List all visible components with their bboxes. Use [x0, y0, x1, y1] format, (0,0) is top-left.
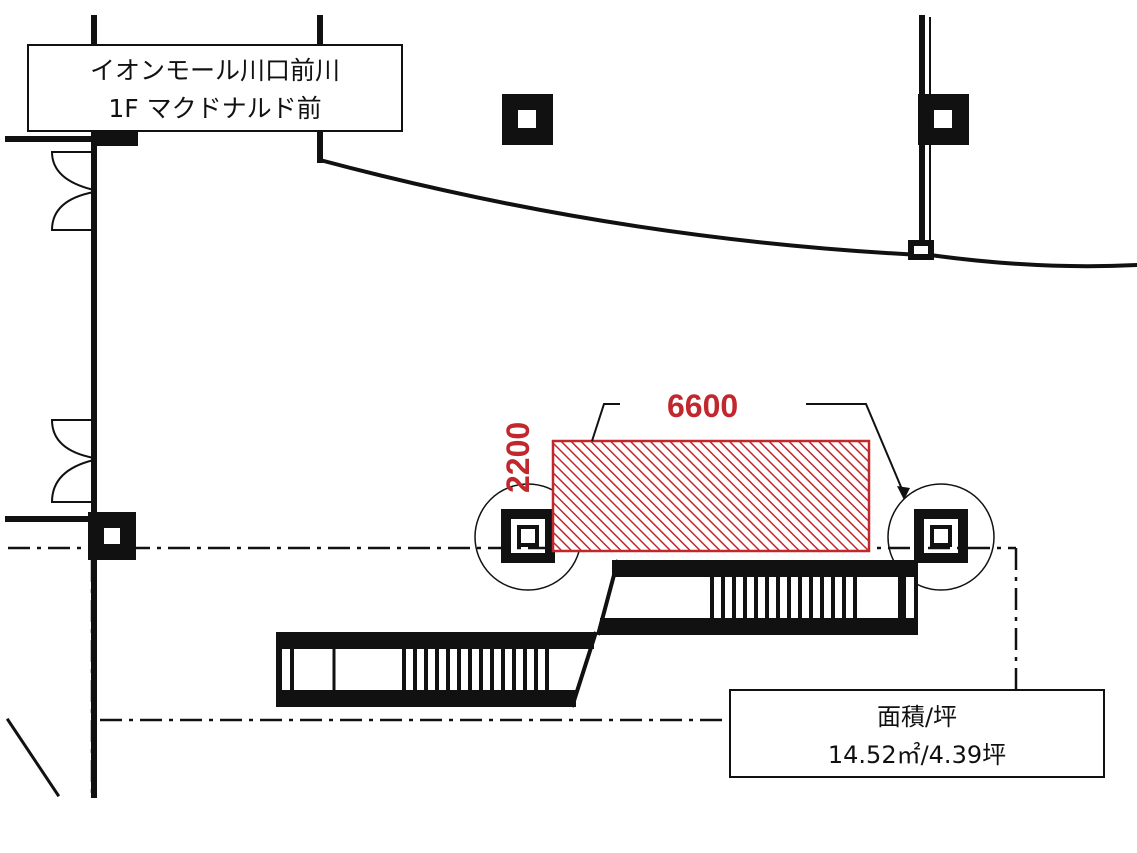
dimension-leader: [591, 403, 905, 495]
curved-store-front: [317, 157, 925, 258]
door-icon: [50, 151, 95, 503]
width-dimension-label: 6600: [667, 388, 739, 424]
area-heading: 面積/坪: [876, 703, 958, 731]
escalator-icon: [276, 559, 918, 708]
column-icon: [88, 94, 969, 563]
mall-name: イオンモール川口前川: [89, 56, 340, 85]
rental-space-area[interactable]: [551, 439, 871, 553]
floor-location: 1F マクドナルド前: [108, 94, 322, 123]
location-label-box: イオンモール川口前川 1F マクドナルド前: [27, 44, 403, 132]
curved-store-front-right: [927, 252, 1137, 269]
arrow-head-icon: [897, 486, 910, 500]
height-dimension-label: 2200: [500, 421, 536, 493]
area-value: 14.52㎡/4.39坪: [827, 741, 1007, 769]
area-label-box: 面積/坪 14.52㎡/4.39坪: [729, 689, 1105, 778]
diagonal-wall: [5, 717, 61, 798]
